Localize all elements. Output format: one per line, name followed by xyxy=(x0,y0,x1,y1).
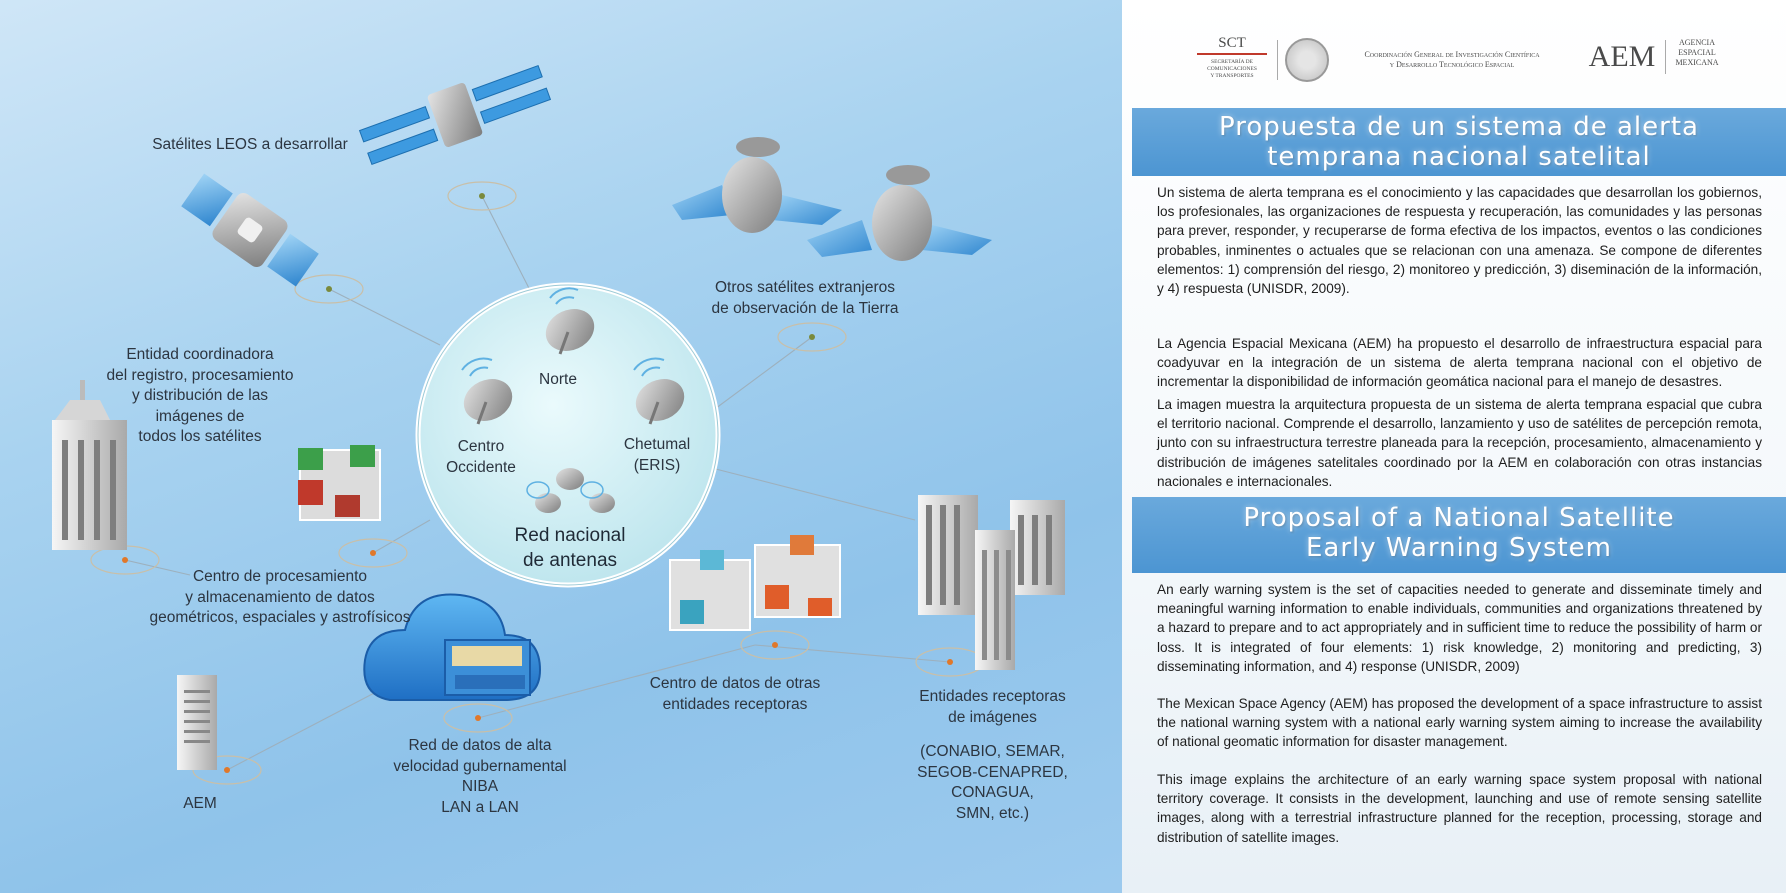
title-english-line-2: Early Warning System xyxy=(1305,533,1613,563)
foreign-satellite-1-icon xyxy=(672,137,842,233)
antenna-network-hub xyxy=(415,282,721,588)
paragraph-en-2: The Mexican Space Agency (AEM) has propo… xyxy=(1157,696,1762,750)
sct-logo-stripe xyxy=(1197,53,1267,55)
leos-satellite-2-icon xyxy=(181,173,319,287)
paragraph-en-1: An early warning system is the set of ca… xyxy=(1157,582,1762,674)
label-centro-occidente: Centro Occidente xyxy=(446,438,516,476)
coordinacion-logo-text: Coordinación General de Investigación Ci… xyxy=(1364,50,1540,69)
dish-antenna-chetumal-icon xyxy=(633,357,685,425)
coordinator-building-icon xyxy=(52,380,127,550)
paragraph-es-1: Un sistema de alerta temprana es el cono… xyxy=(1157,185,1762,297)
title-spanish-line-2: temprana nacional satelital xyxy=(1267,142,1651,172)
data-cube-teal-icon xyxy=(669,550,751,631)
label-aem: AEM xyxy=(183,795,217,812)
title-english-line-1: Proposal of a National Satellite xyxy=(1243,503,1675,533)
aem-logo-divider xyxy=(1665,40,1666,74)
paragraph-es-2: La Agencia Espacial Mexicana (AEM) ha pr… xyxy=(1157,336,1762,390)
label-leos-satellites: Satélites LEOS a desarrollar xyxy=(152,136,348,153)
label-antenna-network: Red nacional de antenas xyxy=(514,525,626,571)
leos-satellite-icon xyxy=(358,64,552,166)
dish-antenna-centro-occidente-icon xyxy=(461,357,513,425)
label-niba-network: Red de datos de alta velocidad gubername… xyxy=(393,737,567,816)
header-logos: SCT SECRETARÍA DE COMUNICACIONES Y TRANS… xyxy=(1122,0,1786,108)
data-cube-icon xyxy=(298,445,381,521)
aem-logo-subtitle: AGENCIA ESPACIAL MEXICANA xyxy=(1675,38,1719,67)
architecture-diagram: Satélites LEOS a desarrollar Otros satél… xyxy=(0,0,1122,893)
title-english: Proposal of a National Satellite Early W… xyxy=(1132,497,1786,573)
label-other-data-center: Centro de datos de otras entidades recep… xyxy=(649,675,821,713)
title-spanish: Propuesta de un sistema de alerta tempra… xyxy=(1132,108,1786,176)
connection-lines xyxy=(124,195,951,771)
label-chetumal: Chetumal (ERIS) xyxy=(623,436,691,474)
info-panel: SCT SECRETARÍA DE COMUNICACIONES Y TRANS… xyxy=(1122,0,1786,893)
label-receiver-entities: Entidades receptoras de imágenes xyxy=(919,688,1066,726)
label-coordinator-entity: Entidad coordinadora del registro, proce… xyxy=(106,346,294,445)
label-foreign-satellites: Otros satélites extranjeros de observaci… xyxy=(711,279,899,317)
data-cube-orange-icon xyxy=(754,535,841,618)
foreign-satellite-2-icon xyxy=(807,165,992,261)
title-spanish-line-1: Propuesta de un sistema de alerta xyxy=(1219,112,1699,142)
dish-antenna-norte-icon xyxy=(545,287,595,355)
sct-logo-subtitle: SECRETARÍA DE COMUNICACIONES Y TRANSPORT… xyxy=(1207,59,1257,79)
paragraph-es-3: La imagen muestra la arquitectura propue… xyxy=(1157,397,1762,489)
paragraph-en-3: This image explains the architecture of … xyxy=(1157,772,1762,845)
sct-logo-text: SCT xyxy=(1218,35,1246,51)
label-receiver-list: (CONABIO, SEMAR, SEGOB-CENAPRED, CONAGUA… xyxy=(917,743,1068,822)
aem-building-icon xyxy=(177,675,217,770)
small-antennas-icon xyxy=(526,468,615,513)
aem-logo-text: AEM xyxy=(1588,40,1656,73)
cloud-storage-icon xyxy=(363,593,542,701)
receiver-buildings-icon xyxy=(918,495,1065,670)
label-processing-center: Centro de procesamiento y almacenamiento… xyxy=(149,568,411,626)
diagram-graphics xyxy=(52,64,1065,785)
sct-logo: SCT SECRETARÍA DE COMUNICACIONES Y TRANS… xyxy=(1192,35,1272,80)
mexico-seal-icon xyxy=(1285,38,1329,82)
logo-divider xyxy=(1277,40,1278,80)
label-norte: Norte xyxy=(539,371,577,388)
